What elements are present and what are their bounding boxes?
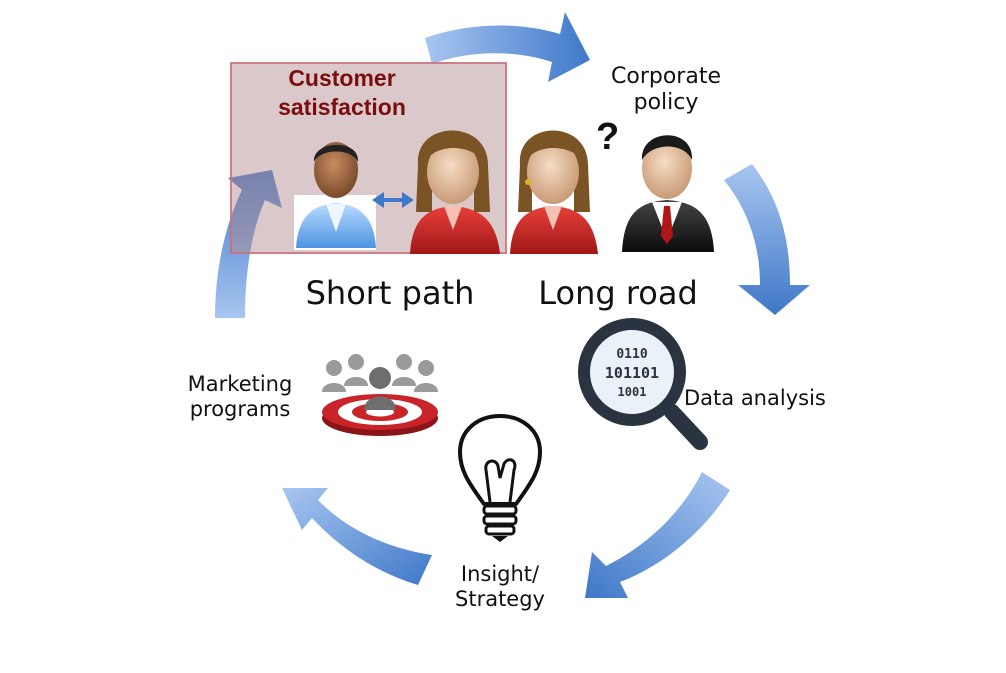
insight-strategy-label: Insight/ Strategy (455, 562, 545, 612)
marketing-programs-label: Marketing programs (187, 372, 293, 422)
question-mark: ? (596, 116, 620, 158)
corporate-policy-label: Corporate policy (611, 64, 721, 116)
long-road-label: Long road (538, 274, 698, 312)
binary-digits-line-2: 101101 (605, 364, 659, 382)
customer-icon (294, 142, 376, 250)
short-path-label: Short path (305, 274, 475, 312)
female-staff-outside-icon (510, 130, 598, 254)
arrow-lower-right (585, 472, 730, 598)
binary-digits-line-1: 0110 (616, 347, 647, 362)
arrow-top (425, 12, 590, 82)
female-staff-icon (410, 130, 500, 254)
businessman-icon (622, 135, 714, 252)
binary-digits-line-3: 1001 (618, 385, 647, 399)
data-analysis-label: Data analysis (684, 386, 826, 410)
arrow-right (724, 164, 810, 315)
arrow-left (215, 170, 282, 318)
customer-satisfaction-title: Customer satisfaction (278, 65, 406, 120)
bidirectional-arrow-icon (372, 192, 414, 208)
arrow-lower-left (282, 488, 432, 585)
